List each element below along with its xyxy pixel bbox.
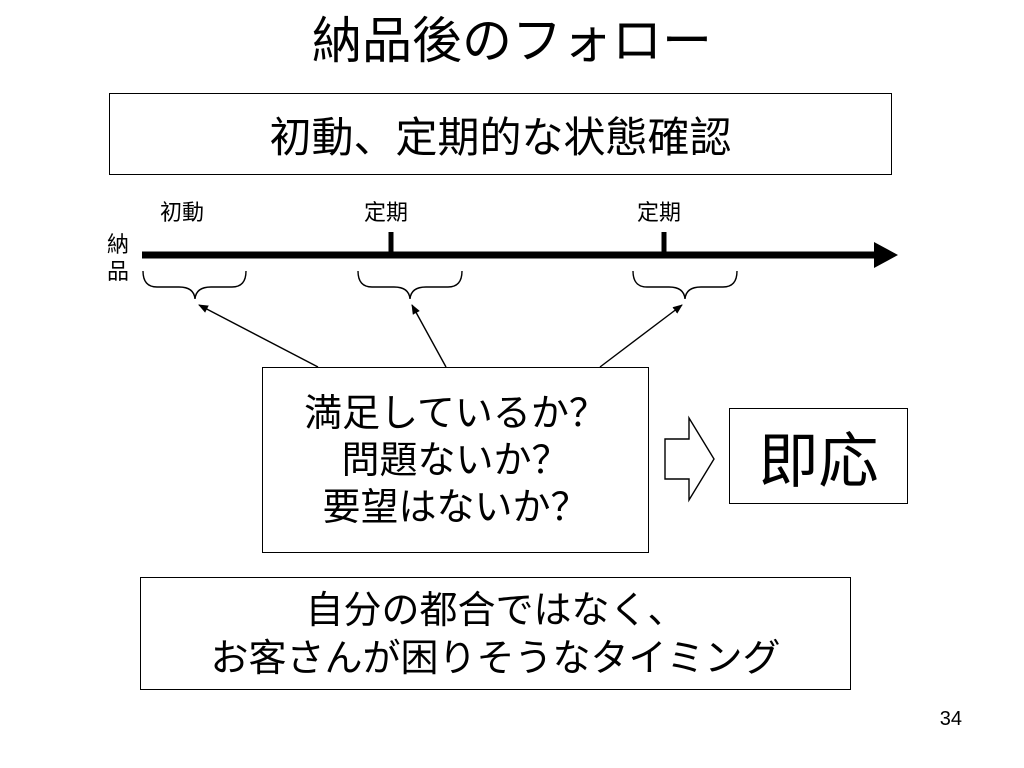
delivery-label: 納品 [106, 233, 129, 285]
brace-initial [142, 270, 247, 300]
conclusion-line-1: 自分の都合ではなく、 [305, 587, 686, 632]
arrow-to-periodic-2 [599, 304, 683, 368]
timeline-arrowhead [874, 242, 898, 268]
conclusion-box: 自分の都合ではなく、 お客さんが困りそうなタイミング [140, 577, 851, 690]
brace-periodic-2 [632, 270, 738, 300]
marker-label-initial: 初動 [160, 201, 205, 226]
slide-title: 納品後のフォロー [312, 12, 712, 70]
arrow-to-initial [198, 304, 319, 368]
page-number: 34 [939, 708, 962, 730]
conclusion-line-2: お客さんが困りそうなタイミング [210, 635, 781, 680]
arrow-to-periodic-1 [411, 304, 447, 368]
marker-label-periodic-1: 定期 [364, 201, 409, 226]
subtitle-text: 初動、定期的な状態確認 [269, 112, 732, 162]
marker-label-periodic-2: 定期 [637, 201, 682, 226]
question-satisfied: 満足しているか？ [304, 390, 607, 435]
questions-box: 満足しているか？ 問題ないか？ 要望はないか？ [262, 367, 649, 553]
block-arrow-right [664, 415, 715, 503]
response-box: 即応 [729, 408, 908, 504]
brace-periodic-1 [357, 270, 463, 300]
question-problems: 問題ないか？ [341, 437, 570, 482]
question-requests: 要望はないか？ [322, 484, 589, 529]
response-text: 即応 [758, 426, 879, 497]
subtitle-box: 初動、定期的な状態確認 [109, 93, 892, 175]
